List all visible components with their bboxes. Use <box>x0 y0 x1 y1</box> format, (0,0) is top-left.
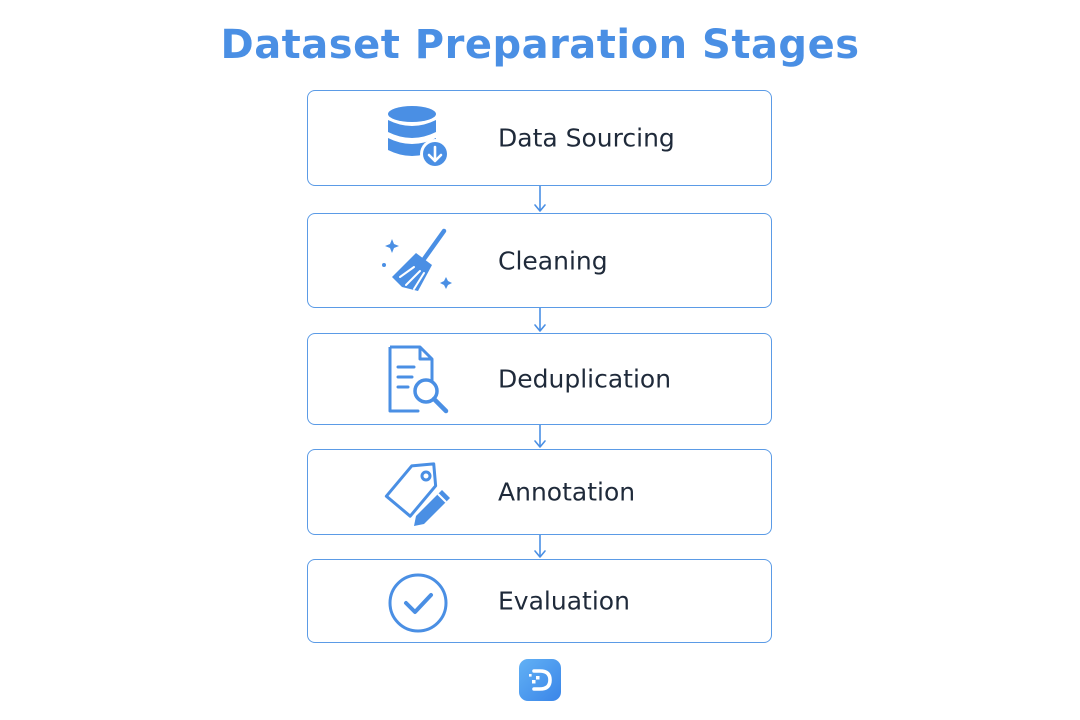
arrow-down-icon <box>534 308 546 332</box>
diagram-title: Dataset Preparation Stages <box>220 22 860 68</box>
document-search-icon <box>378 339 458 419</box>
tag-pencil-icon <box>378 452 458 532</box>
stage-label: Deduplication <box>498 364 672 394</box>
arrow-down-icon <box>534 535 546 558</box>
stage-annotation: Annotation <box>307 449 772 535</box>
database-download-icon <box>378 98 458 178</box>
stage-label: Cleaning <box>498 246 608 275</box>
arrow-down-icon <box>534 425 546 448</box>
check-circle-icon <box>378 561 458 641</box>
broom-sparkles-icon <box>378 221 458 301</box>
stage-cleaning: Cleaning <box>307 213 772 308</box>
stage-label: Evaluation <box>498 586 630 616</box>
arrow-down-icon <box>534 186 546 212</box>
stage-data-sourcing: Data Sourcing <box>307 90 772 186</box>
stage-label: Data Sourcing <box>498 123 675 153</box>
brand-logo-icon <box>519 659 561 701</box>
stage-evaluation: Evaluation <box>307 559 772 643</box>
stage-deduplication: Deduplication <box>307 333 772 425</box>
stage-label: Annotation <box>498 477 636 507</box>
